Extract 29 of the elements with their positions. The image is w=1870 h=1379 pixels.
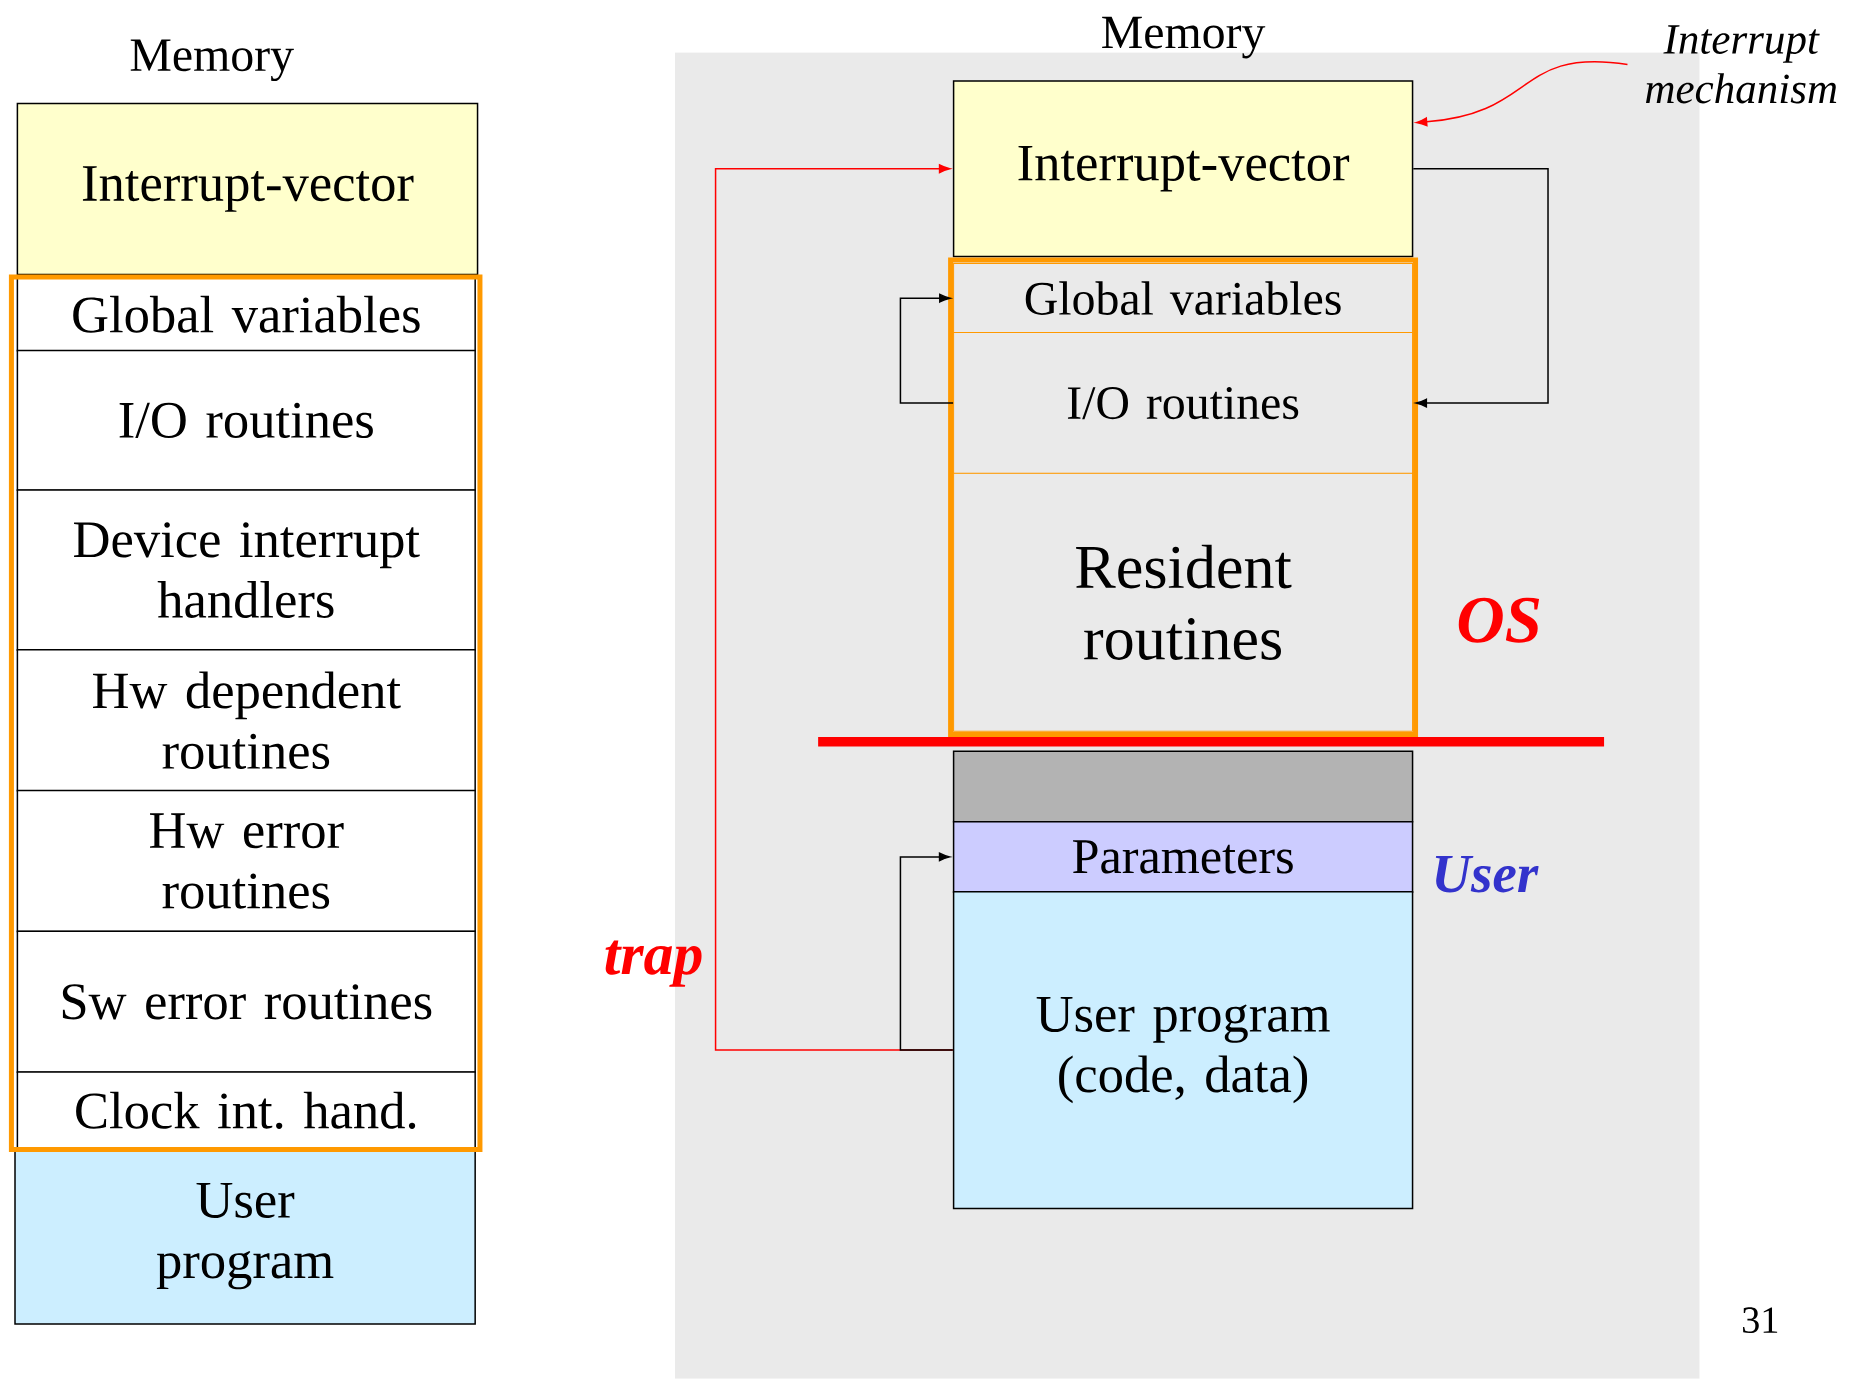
memory-cell: Sw error routines <box>16 930 476 1074</box>
annotation-text: Interrupt mechanism <box>1646 25 1837 104</box>
arrow <box>899 852 954 1051</box>
memory-heading: Memory <box>1102 17 1266 59</box>
region-label: OS <box>1458 597 1540 643</box>
region-label: User <box>1435 856 1539 893</box>
arrow <box>899 293 954 404</box>
memory-cell: Hw error routines <box>16 789 476 933</box>
memory-cell: Clock int. hand. <box>16 1071 476 1150</box>
arrow <box>1415 61 1629 127</box>
memory-cell: Interrupt-vector <box>952 80 1414 258</box>
memory-cell <box>952 750 1414 823</box>
memory-cell: Global variables <box>16 277 476 352</box>
memory-cell: Device interrupt handlers <box>16 489 476 652</box>
arrow <box>714 164 954 1051</box>
memory-cell: User program <box>14 1147 476 1325</box>
memory-cell: I/O routines <box>16 349 476 492</box>
memory-cell: Parameters <box>952 821 1414 894</box>
memory-cell: Global variables <box>953 263 1414 334</box>
memory-cell: Resident routines <box>953 472 1414 732</box>
memory-cell: User program (code, data) <box>952 891 1414 1210</box>
page-number: 31 <box>1743 1307 1778 1334</box>
memory-cell: Interrupt-vector <box>16 103 479 276</box>
os-region-frame <box>948 257 1419 738</box>
arrow <box>1412 168 1549 408</box>
memory-heading: Memory <box>130 39 294 82</box>
memory-cell: Hw dependent routines <box>16 649 476 792</box>
os-region-frame <box>8 274 483 1153</box>
edge-label: trap <box>605 940 702 987</box>
